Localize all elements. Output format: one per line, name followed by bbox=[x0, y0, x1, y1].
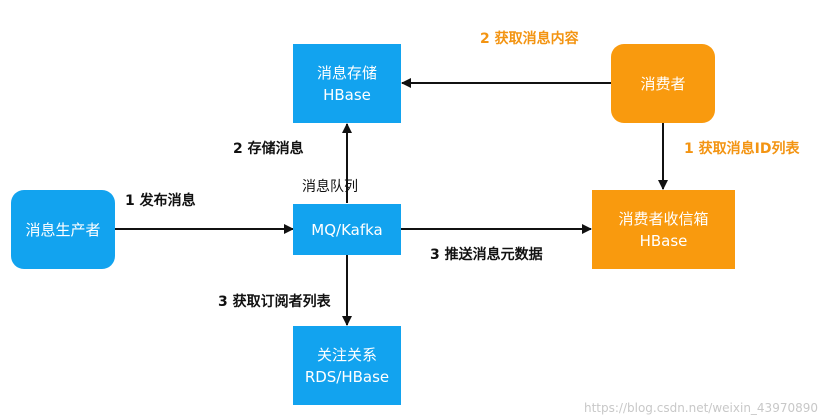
consumer-node-title: 消费者 bbox=[640, 74, 686, 93]
label-get-id-list: 1 获取消息ID列表 bbox=[684, 141, 800, 157]
label-push-meta: 3 推送消息元数据 bbox=[430, 247, 543, 263]
storage-node: 消息存储 HBase bbox=[293, 44, 401, 123]
mq-node-title: MQ/Kafka bbox=[311, 220, 383, 239]
follow-node-title: 关注关系 bbox=[316, 345, 377, 364]
label-store-msg: 2 存储消息 bbox=[233, 141, 304, 157]
follow-node-tech: RDS/HBase bbox=[304, 367, 390, 386]
label-queue: 消息队列 bbox=[302, 179, 358, 195]
storage-node-tech: HBase bbox=[323, 85, 371, 104]
label-publish: 1 发布消息 bbox=[125, 193, 196, 209]
producer-node-title: 消息生产者 bbox=[25, 220, 101, 239]
consumer-node: 消费者 bbox=[611, 44, 715, 123]
inbox-node-title: 消费者收信箱 bbox=[618, 209, 709, 228]
watermark: https://blog.csdn.net/weixin_43970890 bbox=[583, 401, 818, 415]
follow-node: 关注关系 RDS/HBase bbox=[293, 326, 401, 405]
storage-node-title: 消息存储 bbox=[316, 63, 377, 82]
label-get-subscribers: 3 获取订阅者列表 bbox=[218, 294, 331, 310]
producer-node: 消息生产者 bbox=[11, 190, 115, 269]
mq-node: MQ/Kafka bbox=[293, 204, 401, 255]
inbox-node: 消费者收信箱 HBase bbox=[592, 190, 735, 269]
inbox-node-tech: HBase bbox=[639, 231, 688, 250]
label-get-content: 2 获取消息内容 bbox=[480, 31, 579, 47]
